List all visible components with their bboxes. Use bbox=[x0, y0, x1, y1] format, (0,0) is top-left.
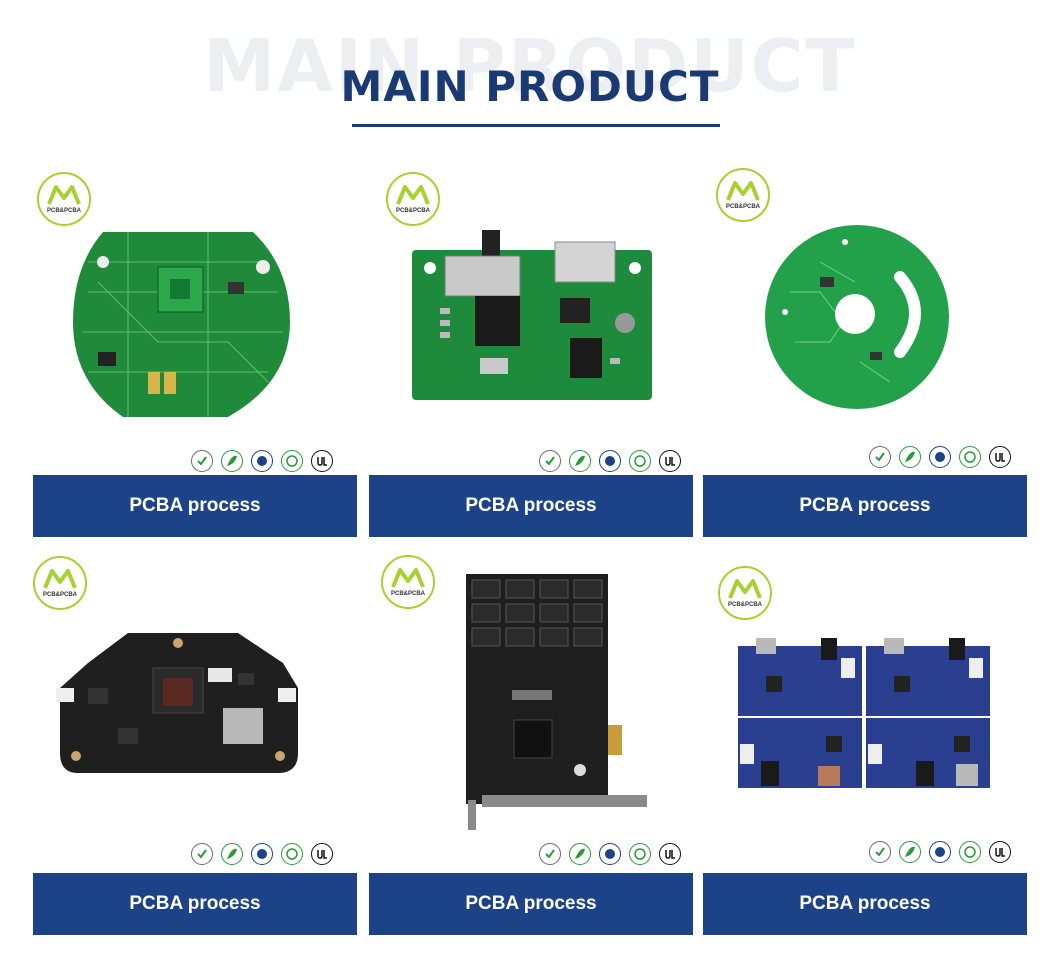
iso9001-cert-icon bbox=[629, 450, 651, 472]
brand-logo-icon: PCB&PCBA bbox=[718, 566, 772, 620]
certification-icons bbox=[191, 450, 333, 472]
certification-icons bbox=[869, 841, 1011, 863]
ul-cert-icon bbox=[311, 450, 333, 472]
svg-text:PCB&PCBA: PCB&PCBA bbox=[726, 204, 761, 210]
brand-logo-icon: PCB&PCBA bbox=[716, 168, 770, 222]
title-underline bbox=[352, 124, 720, 127]
pcb-image-round-green bbox=[73, 232, 290, 417]
product-label-banner[interactable]: PCBA process bbox=[703, 873, 1027, 935]
reach-cert-icon bbox=[191, 450, 213, 472]
brand-logo-icon: PCB&PCBA bbox=[37, 172, 91, 226]
page-title: MAIN PRODUCT bbox=[340, 62, 720, 111]
svg-text:PCB&PCBA: PCB&PCBA bbox=[47, 208, 82, 214]
ul-cert-icon bbox=[659, 450, 681, 472]
certification-icons bbox=[869, 446, 1011, 468]
svg-text:PCB&PCBA: PCB&PCBA bbox=[43, 592, 78, 598]
ul-cert-icon bbox=[659, 843, 681, 865]
ul-cert-icon bbox=[311, 843, 333, 865]
product-label-banner[interactable]: PCBA process bbox=[369, 873, 693, 935]
pcb-image-ring-green bbox=[765, 225, 949, 409]
svg-text:PCB&PCBA: PCB&PCBA bbox=[396, 208, 431, 214]
product-label-banner[interactable]: PCBA process bbox=[703, 475, 1027, 537]
product-label-banner[interactable]: PCBA process bbox=[369, 475, 693, 537]
reach-cert-icon bbox=[539, 450, 561, 472]
ul-cert-icon bbox=[989, 446, 1011, 468]
ul-cert-icon bbox=[989, 841, 1011, 863]
iso-cert-icon bbox=[251, 450, 273, 472]
brand-logo-icon: PCB&PCBA bbox=[386, 172, 440, 226]
reach-cert-icon bbox=[539, 843, 561, 865]
pcb-image-camera-black bbox=[56, 633, 298, 773]
pcb-image-panel-blue bbox=[738, 638, 990, 788]
rohs-cert-icon bbox=[569, 843, 591, 865]
rohs-cert-icon bbox=[221, 843, 243, 865]
iso9001-cert-icon bbox=[959, 841, 981, 863]
reach-cert-icon bbox=[869, 446, 891, 468]
iso9001-cert-icon bbox=[281, 843, 303, 865]
iso9001-cert-icon bbox=[629, 843, 651, 865]
pcb-image-rect-green bbox=[412, 230, 652, 400]
rohs-cert-icon bbox=[899, 446, 921, 468]
rohs-cert-icon bbox=[899, 841, 921, 863]
brand-logo-icon: PCB&PCBA bbox=[33, 556, 87, 610]
svg-text:PCB&PCBA: PCB&PCBA bbox=[391, 591, 426, 597]
rohs-cert-icon bbox=[221, 450, 243, 472]
product-label-banner[interactable]: PCBA process bbox=[33, 873, 357, 935]
rohs-cert-icon bbox=[569, 450, 591, 472]
iso-cert-icon bbox=[251, 843, 273, 865]
iso-cert-icon bbox=[929, 841, 951, 863]
iso-cert-icon bbox=[599, 843, 621, 865]
certification-icons bbox=[539, 843, 681, 865]
iso-cert-icon bbox=[599, 450, 621, 472]
product-label-banner[interactable]: PCBA process bbox=[33, 475, 357, 537]
iso9001-cert-icon bbox=[281, 450, 303, 472]
reach-cert-icon bbox=[869, 841, 891, 863]
brand-logo-icon: PCB&PCBA bbox=[381, 555, 435, 609]
pcb-image-pcie-black bbox=[466, 574, 647, 830]
certification-icons bbox=[191, 843, 333, 865]
svg-text:PCB&PCBA: PCB&PCBA bbox=[728, 602, 763, 608]
iso9001-cert-icon bbox=[959, 446, 981, 468]
header-watermark: MAIN PRODUCT bbox=[203, 24, 857, 108]
reach-cert-icon bbox=[191, 843, 213, 865]
certification-icons bbox=[539, 450, 681, 472]
iso-cert-icon bbox=[929, 446, 951, 468]
